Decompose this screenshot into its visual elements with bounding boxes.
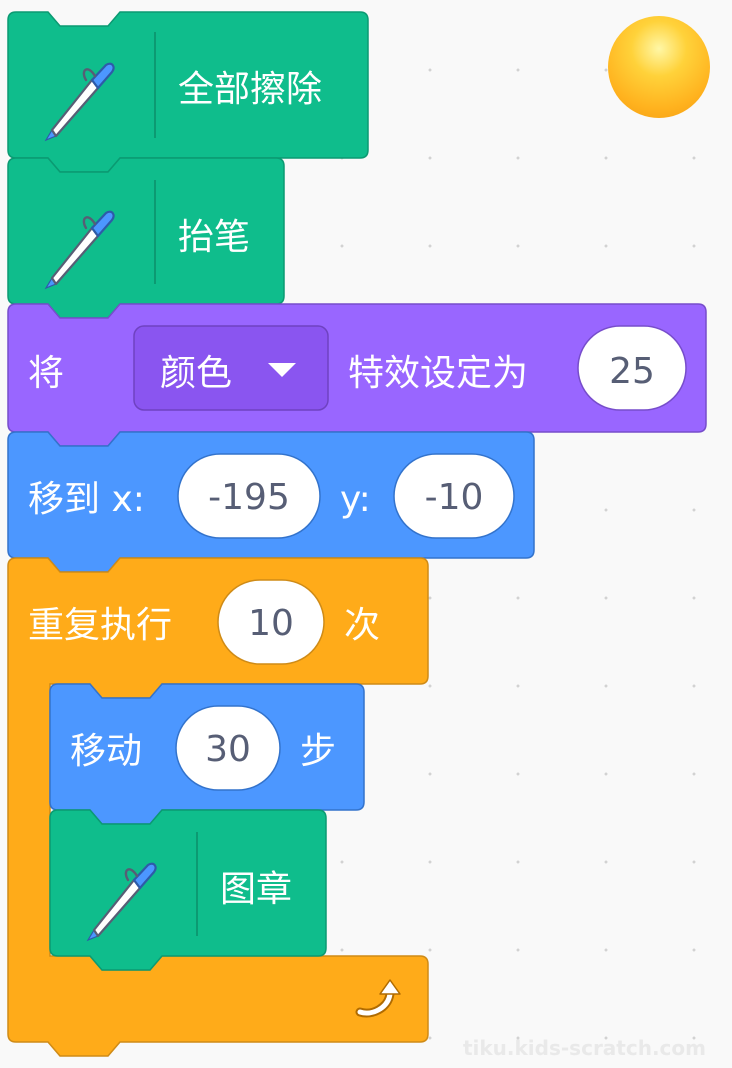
repeat-prefix: 重复执行	[28, 605, 172, 646]
move-steps-block[interactable]: 移动 30 步	[49, 683, 365, 825]
y-value-text: -10	[425, 477, 484, 518]
move-steps-prefix: 移动	[70, 731, 142, 772]
pen-up-label: 抬笔	[178, 217, 250, 258]
x-value-text: -195	[208, 477, 290, 518]
repeat-block[interactable]: 重复执行 10 次	[7, 557, 429, 1057]
x-value-input[interactable]: -195	[177, 453, 321, 539]
repeat-count-text: 10	[248, 603, 294, 644]
move-steps-suffix: 步	[300, 731, 336, 772]
set-effect-prefix: 将	[28, 353, 64, 394]
pen-up-block[interactable]: 抬笔	[7, 157, 285, 319]
sprite-ball[interactable]	[608, 16, 710, 118]
set-effect-middle: 特效设定为	[348, 353, 528, 394]
repeat-block-shape	[7, 557, 429, 1057]
steps-input[interactable]: 30	[175, 705, 281, 791]
y-value-input[interactable]: -10	[393, 453, 515, 539]
effect-dropdown[interactable]: 颜色	[133, 325, 329, 411]
erase-all-label: 全部擦除	[178, 69, 322, 110]
stamp-block-shape	[49, 809, 327, 971]
watermark-text: tiku.kids-scratch.com	[462, 1036, 706, 1060]
stamp-label: 图章	[220, 869, 292, 910]
erase-all-block[interactable]: 全部擦除	[7, 11, 369, 173]
erase-all-block-shape	[7, 11, 369, 173]
effect-value-input[interactable]: 25	[577, 325, 687, 411]
goto-xy-prefix: 移到 x:	[28, 479, 145, 520]
goto-xy-block[interactable]: 移到 x: -195 y: -10	[7, 431, 535, 573]
goto-y-label: y:	[340, 479, 371, 520]
set-effect-block[interactable]: 将 颜色 特效设定为 25	[7, 303, 707, 447]
repeat-suffix: 次	[344, 605, 380, 646]
steps-text: 30	[205, 729, 251, 770]
stamp-block[interactable]: 图章	[49, 809, 327, 971]
chevron-down-icon	[268, 363, 296, 377]
effect-value-text: 25	[609, 351, 655, 392]
effect-dropdown-value: 颜色	[160, 353, 232, 394]
repeat-count-input[interactable]: 10	[217, 579, 325, 665]
loop-arrow-icon	[355, 979, 401, 1018]
